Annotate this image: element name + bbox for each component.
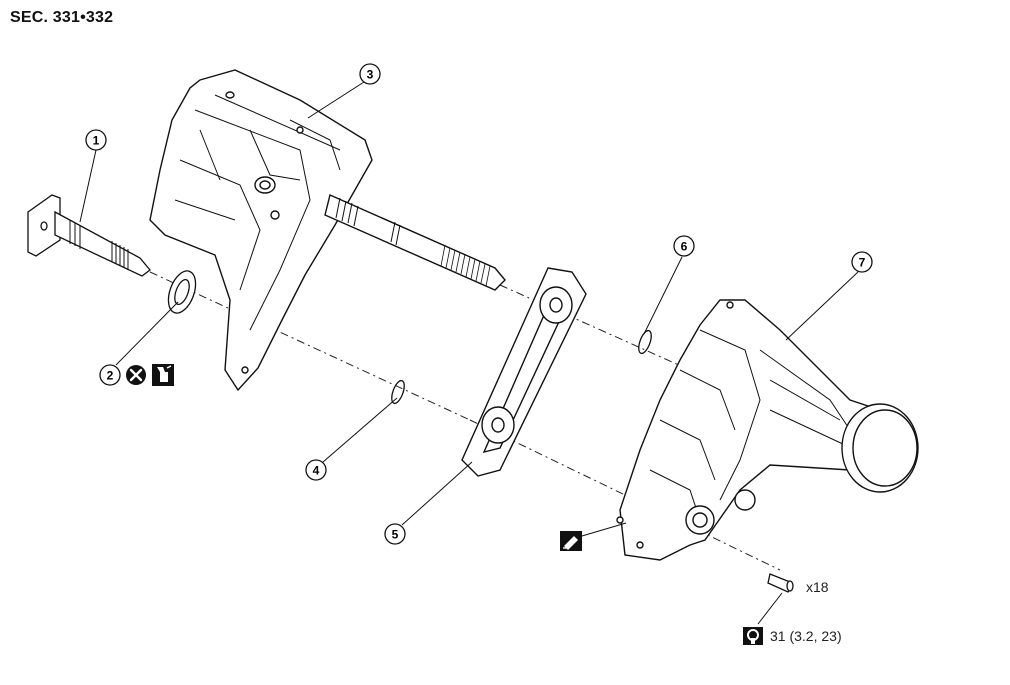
part-1-shaft (27, 194, 151, 277)
part-5-drive-chain (461, 267, 587, 477)
apply-fluid-icon (152, 364, 174, 386)
part-6-snap-ring (638, 329, 652, 355)
leader-lines (79, 81, 859, 625)
part-7-rear-case (616, 299, 919, 561)
torque-icon (743, 627, 763, 645)
callout-3: 3 (359, 63, 381, 85)
axis-lines (149, 271, 781, 571)
sealant-icon (560, 531, 582, 551)
callout-2-number: 2 (107, 369, 114, 383)
bolt-quantity-label: x18 (806, 579, 829, 595)
torque-value-label: 31 (3.2, 23) (770, 628, 842, 644)
callout-7-number: 7 (859, 256, 866, 270)
callout-6: 6 (673, 235, 695, 257)
section-label: SEC. 331•332 (10, 9, 114, 26)
callout-6-number: 6 (681, 240, 688, 254)
part-4-snap-ring (391, 379, 405, 405)
part-2-oil-seal (167, 270, 197, 314)
callout-7: 7 (851, 251, 873, 273)
bolt (767, 573, 794, 593)
do-not-reuse-icon (126, 365, 146, 385)
callout-4: 4 (305, 459, 327, 481)
callout-3-number: 3 (367, 68, 374, 82)
callout-1-number: 1 (93, 134, 100, 148)
callout-2: 2 (99, 364, 121, 386)
callout-1: 1 (85, 129, 107, 151)
part-3-front-case (149, 69, 506, 392)
callout-5-number: 5 (392, 528, 399, 542)
callout-4-number: 4 (313, 464, 320, 478)
callout-5: 5 (384, 523, 406, 545)
